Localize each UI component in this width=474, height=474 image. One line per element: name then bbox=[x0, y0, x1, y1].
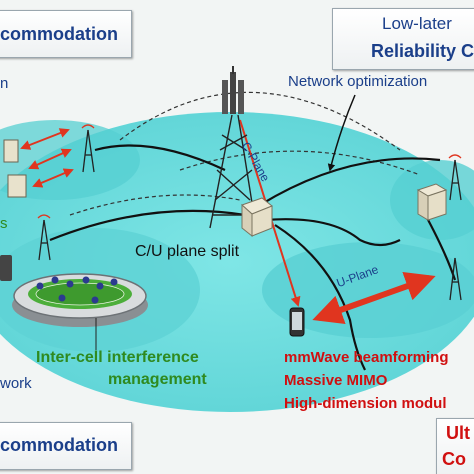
top-left-box-label: commodation bbox=[0, 24, 119, 44]
small-cell-antenna-2 bbox=[37, 214, 51, 261]
backhaul-link-4 bbox=[264, 218, 401, 247]
mmwave-label: mmWave beamforming bbox=[284, 349, 449, 366]
inter-cell-label-line1: Inter-cell interference bbox=[36, 349, 199, 366]
small-cell-antenna-1 bbox=[81, 124, 95, 173]
backhaul-link-2 bbox=[49, 209, 246, 242]
small-cell-antenna-4 bbox=[449, 257, 462, 301]
top-right-box-line2: Reliability C bbox=[371, 41, 474, 61]
interference-platform bbox=[12, 273, 148, 327]
top-right-box-line1: Low-later bbox=[382, 14, 452, 33]
small-cell-antenna-3 bbox=[448, 154, 462, 201]
top-left-box bbox=[0, 10, 132, 58]
backhaul-link-3 bbox=[259, 157, 441, 206]
left-link-3 bbox=[32, 168, 74, 188]
phone-screen bbox=[292, 312, 302, 330]
left-link-2 bbox=[28, 148, 72, 170]
optimization-pointer bbox=[327, 94, 356, 172]
massive-mimo-label: Massive MIMO bbox=[284, 372, 388, 389]
left-terminal-icon bbox=[0, 139, 27, 281]
bottom-right-box-line2: Co bbox=[442, 449, 466, 469]
bottom-right-box bbox=[436, 418, 474, 474]
inter-cell-label-line2: management bbox=[108, 371, 207, 388]
u-plane-beam bbox=[312, 271, 436, 325]
cu-split-label: C/U plane split bbox=[135, 243, 240, 260]
bottom-left-box bbox=[0, 422, 132, 470]
left-edge-label-n: n bbox=[0, 75, 9, 92]
left-edge-label-s: s bbox=[0, 215, 8, 232]
right-server-icon bbox=[416, 183, 448, 221]
high-dimension-label: High-dimension modul bbox=[284, 395, 447, 412]
network-optimization-label: Network optimization bbox=[288, 73, 428, 90]
interference-users bbox=[36, 276, 118, 304]
top-right-box bbox=[332, 8, 474, 70]
bottom-right-box-line1: Ult bbox=[446, 423, 470, 443]
optimization-arc-2 bbox=[179, 150, 421, 176]
tower-antenna-array bbox=[222, 66, 244, 114]
central-server-icon bbox=[241, 197, 273, 238]
left-edge-label-work: work bbox=[0, 375, 32, 392]
optimization-arc-3 bbox=[69, 194, 241, 216]
backhaul-link-1 bbox=[94, 144, 226, 171]
left-link-1 bbox=[20, 128, 70, 150]
bottom-left-box-label: commodation bbox=[0, 435, 119, 455]
